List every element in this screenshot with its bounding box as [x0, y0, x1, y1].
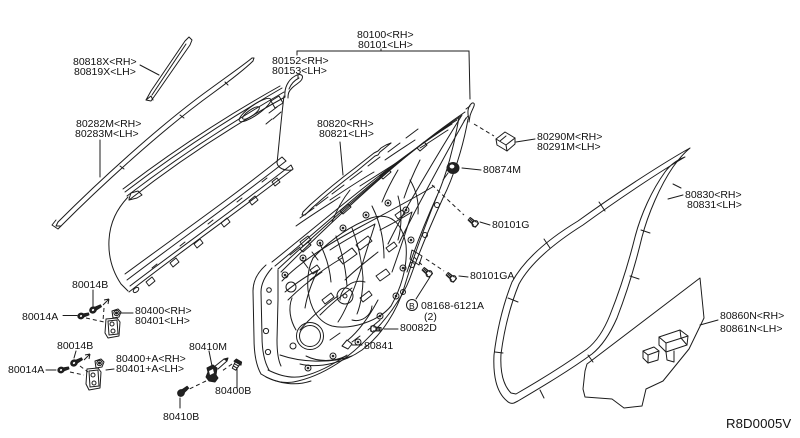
svg-text:80841: 80841 — [364, 340, 393, 352]
svg-text:80821<LH>: 80821<LH> — [319, 128, 374, 140]
svg-text:80101GA: 80101GA — [470, 270, 514, 282]
svg-text:80152<RH>: 80152<RH> — [272, 55, 329, 67]
svg-text:B: B — [409, 301, 415, 311]
svg-text:80819X<LH>: 80819X<LH> — [74, 66, 136, 78]
svg-text:80400B: 80400B — [215, 385, 251, 397]
svg-text:80410B: 80410B — [163, 411, 199, 423]
svg-text:80153<LH>: 80153<LH> — [272, 65, 327, 77]
svg-text:80818X<RH>: 80818X<RH> — [73, 56, 137, 68]
svg-text:80100<RH>: 80100<RH> — [357, 29, 414, 41]
svg-text:80283M<LH>: 80283M<LH> — [75, 128, 139, 140]
svg-text:80410M: 80410M — [189, 341, 227, 353]
svg-text:80291M<LH>: 80291M<LH> — [537, 141, 601, 153]
svg-text:80400<RH>: 80400<RH> — [135, 305, 192, 317]
svg-text:08168-6121A: 08168-6121A — [421, 300, 484, 312]
svg-text:R8D0005V: R8D0005V — [726, 416, 791, 431]
svg-text:80860N<RH>: 80860N<RH> — [720, 310, 784, 322]
svg-text:80820<RH>: 80820<RH> — [317, 118, 374, 130]
svg-text:80400+A<RH>: 80400+A<RH> — [116, 353, 186, 365]
svg-text:80014A: 80014A — [22, 311, 58, 323]
svg-text:80401<LH>: 80401<LH> — [135, 315, 190, 327]
svg-text:80082D: 80082D — [400, 322, 437, 334]
svg-text:80014B: 80014B — [57, 340, 93, 352]
svg-text:80874M: 80874M — [483, 164, 521, 176]
svg-text:80014B: 80014B — [72, 279, 108, 291]
svg-text:80861N<LH>: 80861N<LH> — [720, 323, 782, 335]
svg-text:80290M<RH>: 80290M<RH> — [537, 131, 602, 143]
svg-text:80401+A<LH>: 80401+A<LH> — [116, 363, 184, 375]
svg-text:80831<LH>: 80831<LH> — [687, 199, 742, 211]
svg-text:80282M<RH>: 80282M<RH> — [76, 118, 141, 130]
svg-text:80101<LH>: 80101<LH> — [358, 39, 413, 51]
svg-text:80014A: 80014A — [8, 364, 44, 376]
svg-text:80830<RH>: 80830<RH> — [685, 189, 742, 201]
svg-text:(2): (2) — [424, 311, 437, 323]
svg-text:80101G: 80101G — [492, 219, 529, 231]
